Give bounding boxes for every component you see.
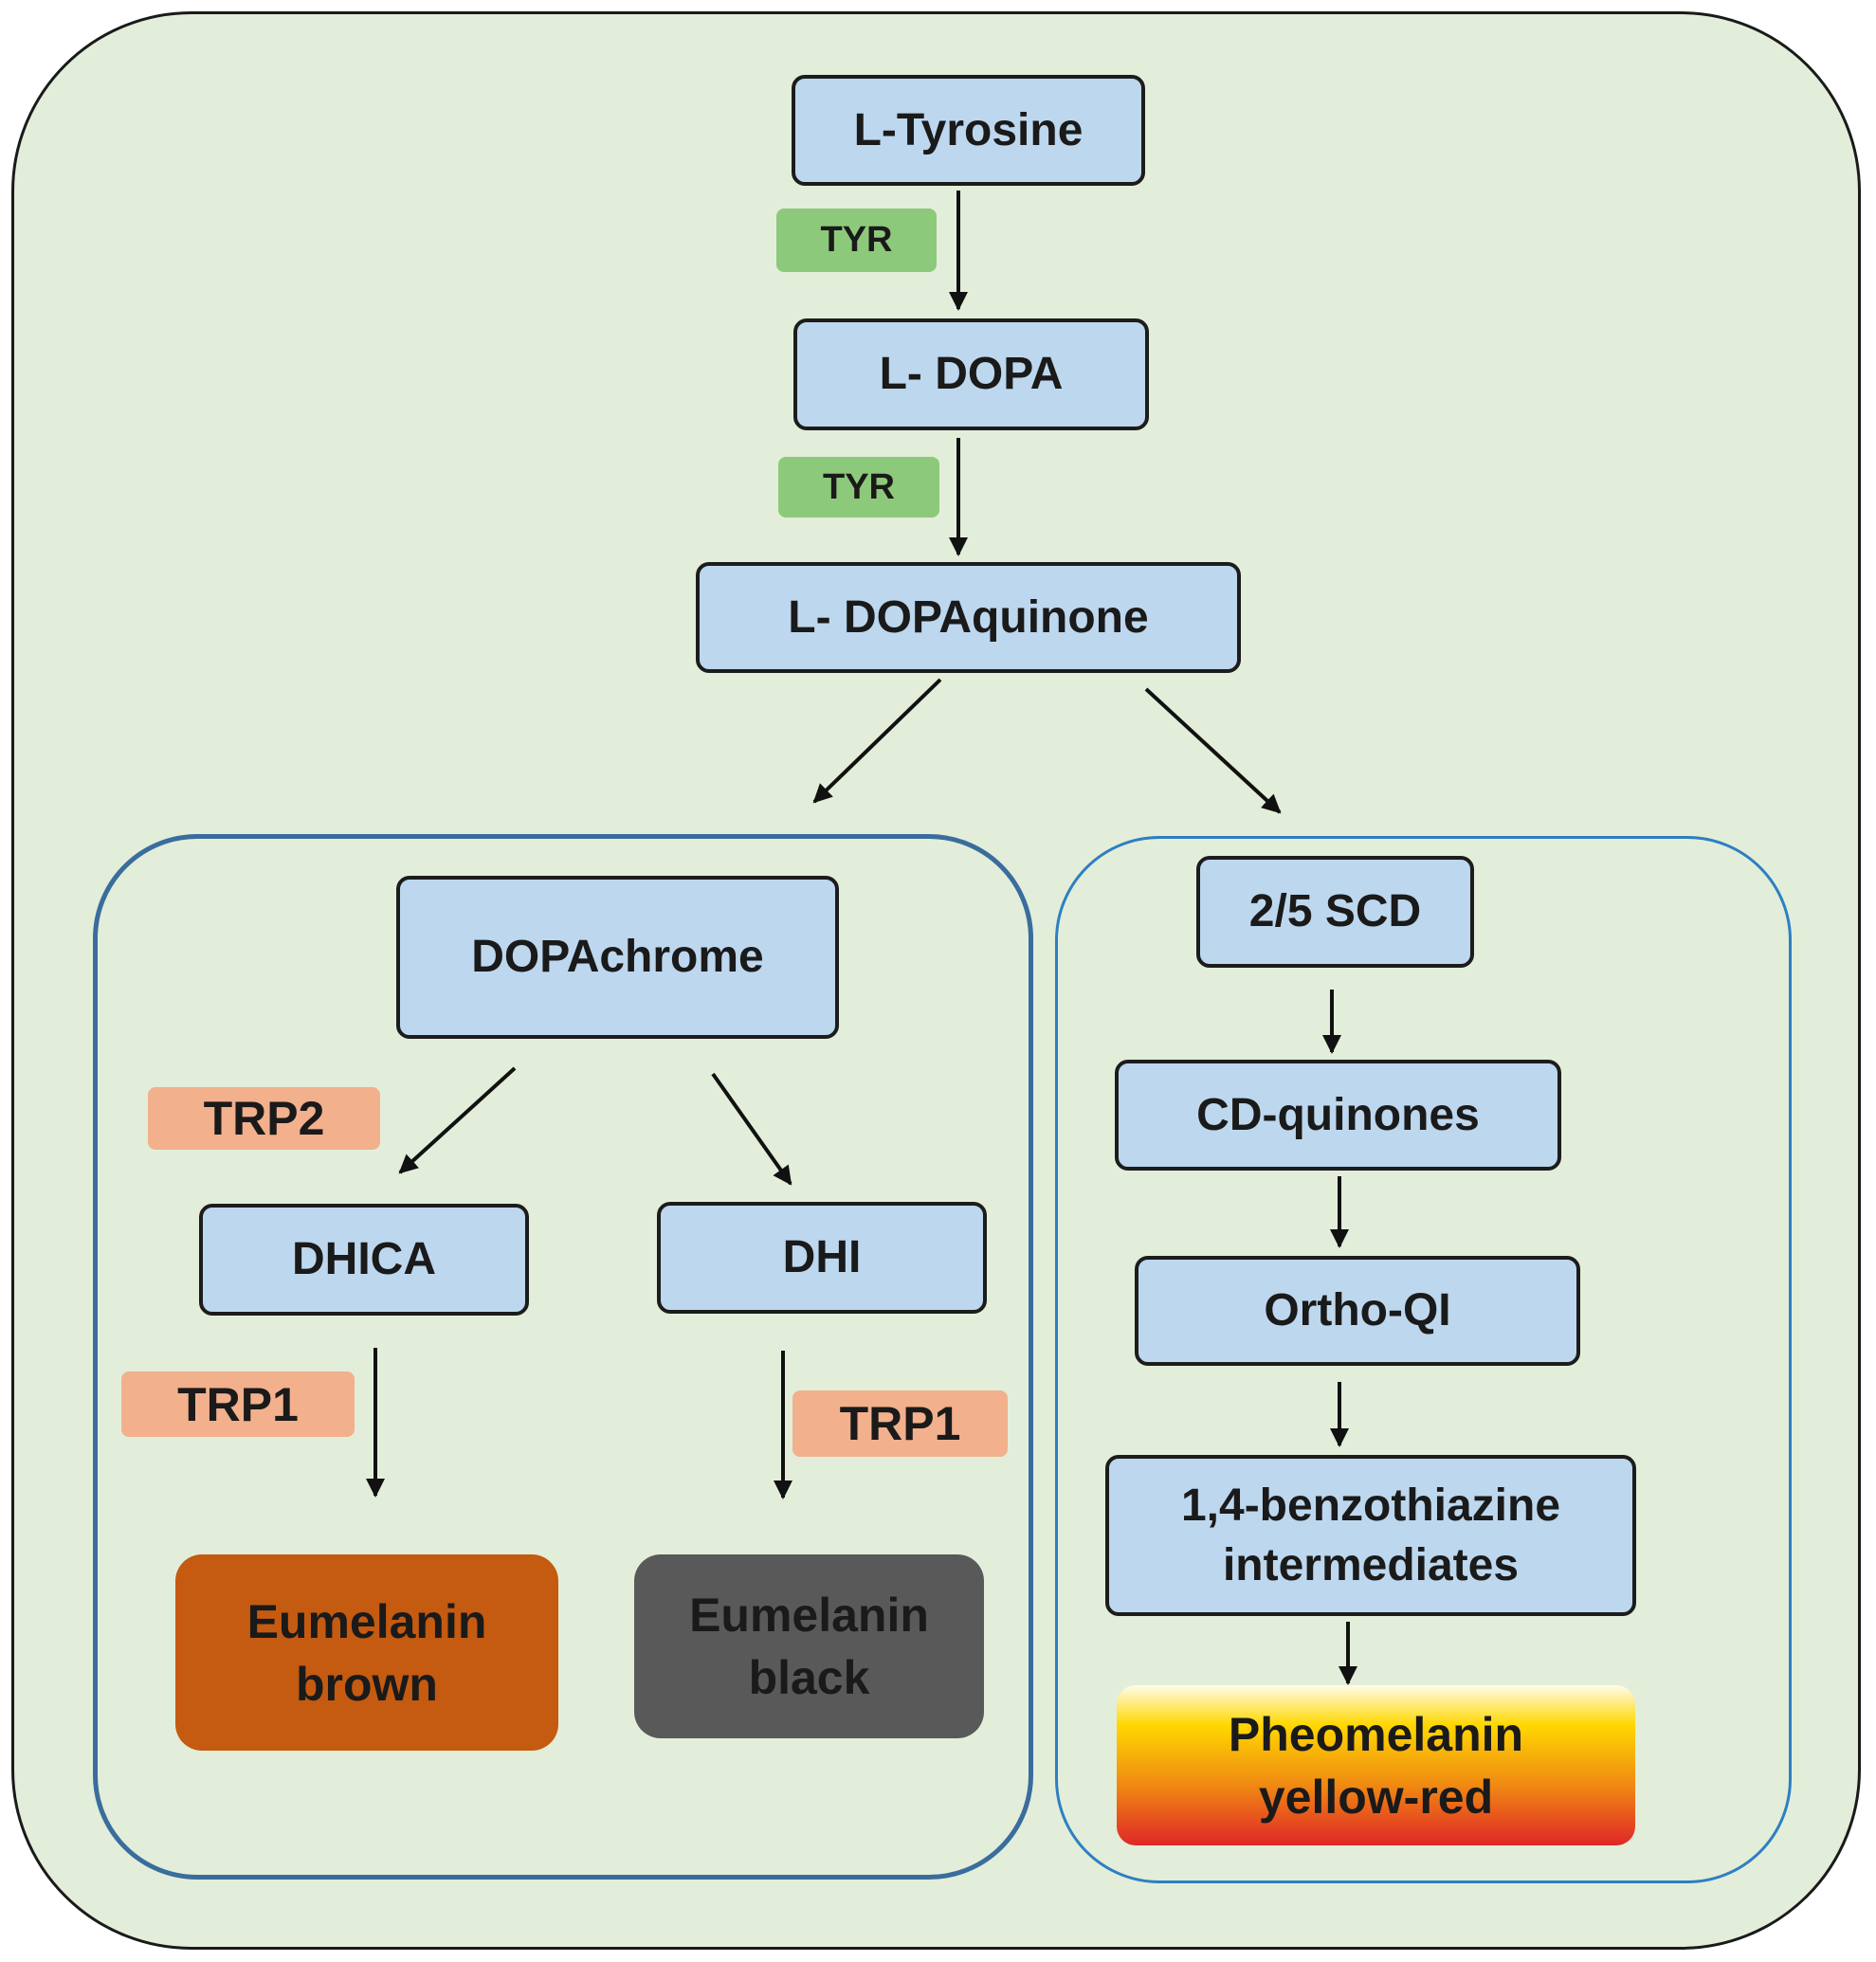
node-label: DOPAchrome [471,932,764,983]
node-cd-quinones: CD-quinones [1115,1060,1561,1171]
enzyme-tyr-1: TYR [776,209,937,272]
node-dhica: DHICA [199,1204,529,1316]
enzyme-tyr-2: TYR [778,457,939,518]
node-label: L- DOPAquinone [788,591,1149,643]
node-dhi: DHI [657,1202,987,1314]
node-2-5-scd: 2/5 SCD [1196,856,1474,968]
product-label: Eumelanin black [689,1589,929,1704]
node-label: L-Tyrosine [853,104,1084,155]
node-label: 1,4-benzothiazine intermediates [1180,1480,1561,1590]
enzyme-trp1-left: TRP1 [121,1372,355,1437]
arrow-dopaquinone-to-scd [1144,687,1282,814]
enzyme-label: TRP2 [203,1092,325,1145]
enzyme-label: TRP1 [177,1377,299,1431]
node-ortho-qi: Ortho-QI [1135,1256,1580,1366]
product-label: Eumelanin brown [246,1594,487,1711]
node-l-dopaquinone: L- DOPAquinone [696,562,1241,673]
arrow-dopachrome-to-dhi [711,1072,792,1186]
node-label: DHICA [292,1234,436,1285]
arrow-dopachrome-to-dhica [398,1066,517,1174]
pheomelanin-branch-panel [1055,836,1792,1883]
enzyme-label: TYR [820,220,893,260]
product-eumelanin-black: Eumelanin black [634,1554,984,1738]
node-label: Ortho-QI [1264,1285,1451,1336]
arrow-dopaquinone-to-dopachrome [812,678,942,804]
eumelanin-branch-panel [93,834,1033,1880]
node-benzothiazine-intermediates: 1,4-benzothiazine intermediates [1105,1455,1636,1616]
product-eumelanin-brown: Eumelanin brown [175,1554,558,1751]
node-dopachrome: DOPAchrome [396,876,839,1039]
product-label: Pheomelanin yellow-red [1228,1707,1524,1824]
enzyme-label: TYR [823,466,895,507]
node-label: L- DOPA [879,349,1064,400]
node-l-tyrosine: L-Tyrosine [792,75,1145,186]
enzyme-trp2: TRP2 [148,1087,380,1150]
node-label: CD-quinones [1196,1089,1480,1140]
node-label: 2/5 SCD [1248,886,1422,937]
enzyme-trp1-right: TRP1 [792,1390,1008,1457]
node-l-dopa: L- DOPA [793,318,1149,430]
enzyme-label: TRP1 [839,1397,961,1450]
product-pheomelanin: Pheomelanin yellow-red [1117,1685,1635,1845]
node-label: DHI [782,1232,862,1283]
